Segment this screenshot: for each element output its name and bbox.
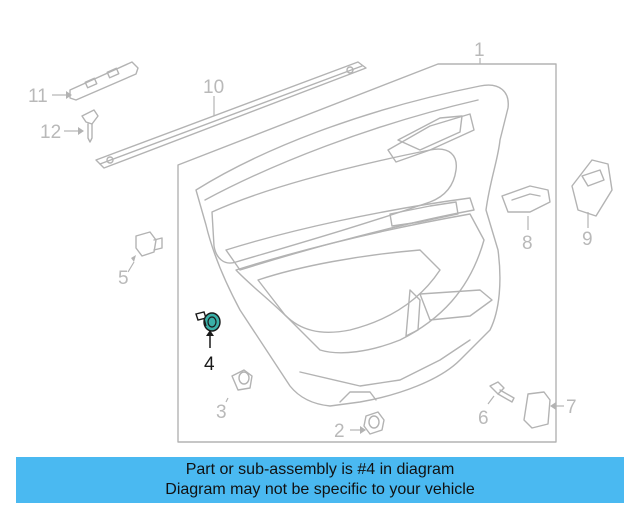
- part-7-cover: [523, 391, 564, 429]
- callout-1: 1: [474, 40, 485, 61]
- banner-line-disclaimer: Diagram may not be specific to your vehi…: [165, 481, 475, 498]
- part-8-bezel: [501, 185, 551, 230]
- part-10-weatherstrip: [95, 61, 367, 169]
- callout-3: 3: [216, 402, 227, 423]
- callout-5: 5: [118, 268, 129, 289]
- parts-diagram: 1 2 3 4 5 6 7 8 9 10 11 12: [28, 40, 613, 443]
- part-5-clip: [127, 231, 163, 273]
- callout-6: 6: [478, 408, 489, 429]
- part-6-screw: [487, 381, 515, 405]
- part-2-clip: [350, 411, 385, 435]
- part-9-switch: [571, 159, 613, 228]
- part-12-screw: [64, 109, 99, 143]
- callout-8: 8: [522, 233, 533, 254]
- callout-2: 2: [334, 421, 345, 442]
- info-banner: Part or sub-assembly is #4 in diagram Di…: [16, 457, 624, 503]
- part-3-clip: [225, 369, 253, 403]
- callout-11: 11: [28, 86, 48, 107]
- callout-9: 9: [582, 229, 593, 250]
- door-trim-panel: [195, 84, 509, 407]
- callout-7: 7: [566, 397, 577, 418]
- callout-10: 10: [203, 77, 224, 98]
- part-4-clip[interactable]: [195, 311, 221, 348]
- banner-line-part: Part or sub-assembly is #4 in diagram: [185, 461, 455, 478]
- callout-4: 4: [204, 354, 215, 375]
- door-panel-frame: [177, 63, 557, 443]
- callout-12: 12: [40, 122, 61, 143]
- part-11-bracket: [52, 61, 139, 101]
